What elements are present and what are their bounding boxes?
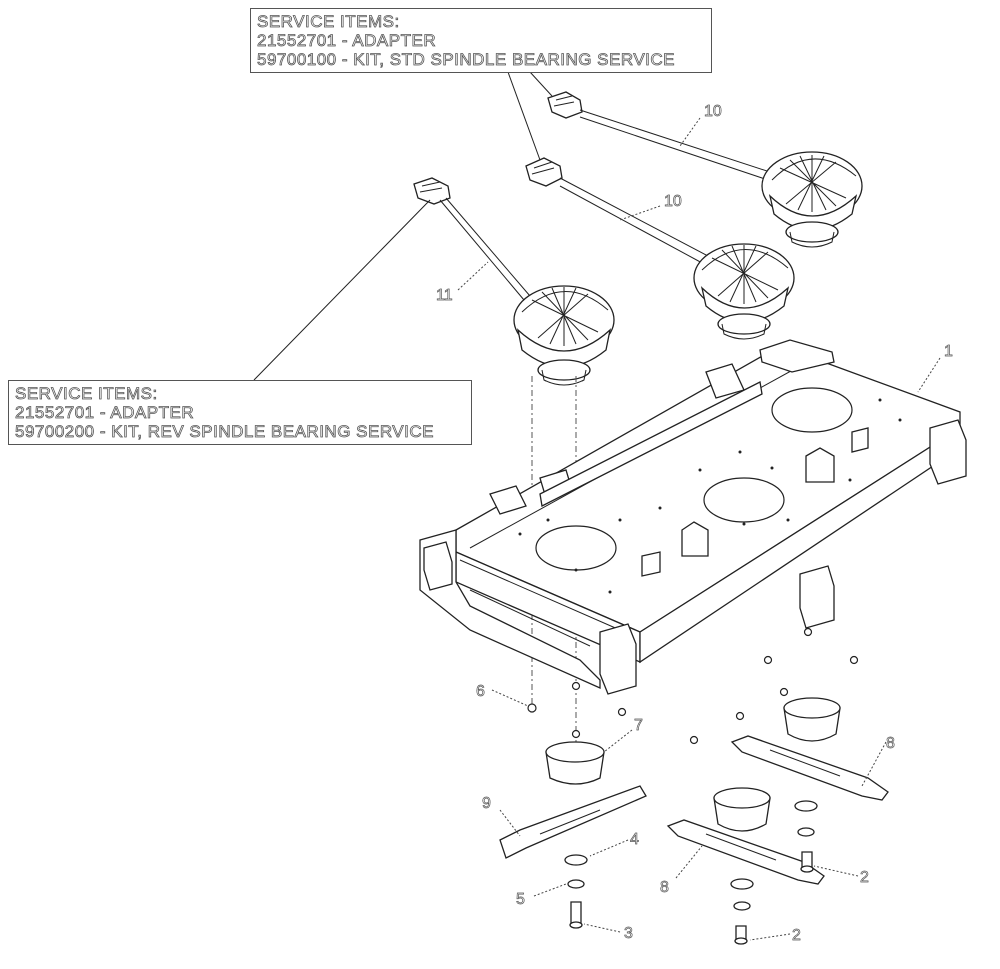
leader-left-box [253, 199, 431, 381]
leader-top-box-back [529, 71, 553, 97]
service-items-top-line1: 21552701 - ADAPTER [257, 31, 437, 51]
callout-8-right: 8 [886, 735, 895, 752]
spindle-assembly-left [413, 177, 615, 386]
callout-5: 5 [516, 891, 525, 908]
lower-hardware [499, 627, 889, 945]
leader-top-box-middle [507, 71, 541, 161]
callout-9: 9 [482, 795, 491, 812]
callout-11: 11 [436, 287, 453, 304]
callout-10-back: 10 [704, 103, 722, 120]
callout-4: 4 [630, 831, 639, 848]
service-items-top-heading: SERVICE ITEMS: [257, 12, 400, 32]
spindle-assembly-middle [525, 157, 795, 340]
service-items-top-box: SERVICE ITEMS: 21552701 - ADAPTER 597001… [250, 8, 712, 73]
service-items-left-heading: SERVICE ITEMS: [15, 384, 158, 404]
callout-2-lower: 2 [792, 927, 801, 944]
callout-leaders [457, 117, 941, 941]
callout-8-lower: 8 [660, 879, 669, 896]
mower-deck [419, 339, 967, 695]
callout-2-upper: 2 [860, 869, 869, 886]
callout-3: 3 [624, 925, 633, 942]
callout-6: 6 [476, 683, 485, 700]
service-items-left-line1: 21552701 - ADAPTER [15, 403, 195, 423]
callout-1: 1 [944, 343, 953, 360]
service-items-left-box: SERVICE ITEMS: 21552701 - ADAPTER 597002… [8, 380, 472, 445]
service-items-top-line2: 59700100 - KIT, STD SPINDLE BEARING SERV… [257, 50, 676, 70]
service-items-left-line2: 59700200 - KIT, REV SPINDLE BEARING SERV… [15, 422, 434, 442]
spindle-assembly-back [547, 91, 863, 248]
callout-7: 7 [634, 717, 643, 734]
callout-numbers: 1 10 10 11 6 7 8 9 4 5 3 2 2 8 [436, 103, 954, 945]
callout-10-middle: 10 [664, 193, 682, 210]
